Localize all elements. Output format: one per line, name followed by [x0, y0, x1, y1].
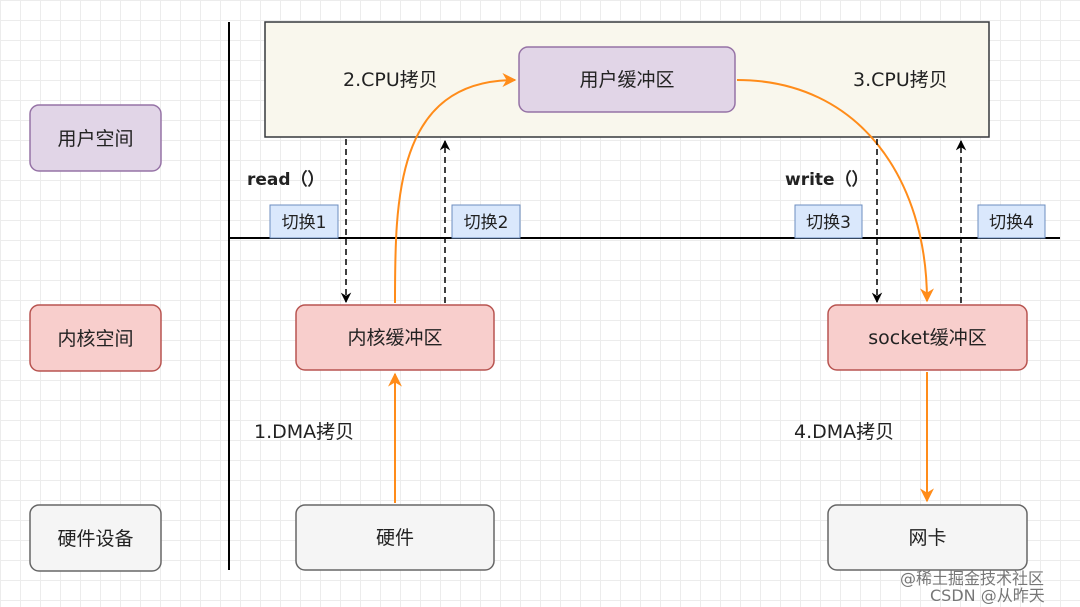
- switch-tag-1-label: 切换1: [282, 213, 327, 233]
- kernel-buffer-box: 内核缓冲区: [295, 304, 495, 371]
- write-call-label: write（）: [785, 169, 869, 190]
- hardware-device-label-box: 硬件设备: [29, 504, 162, 572]
- kernel-buffer-label: 内核缓冲区: [347, 327, 442, 349]
- cpu-copy-arrow-2: [394, 73, 517, 304]
- switch-tag-3-label: 切换3: [806, 213, 851, 233]
- kernel-space-label-box: 内核空间: [29, 304, 162, 372]
- socket-buffer-box: socket缓冲区: [827, 304, 1028, 371]
- cpu-copy-arrow-3: [736, 79, 934, 303]
- user-space-label: 用户空间: [57, 128, 133, 150]
- dma-copy-label-1: 1.DMA拷贝: [254, 421, 354, 443]
- hardware-label: 硬件: [376, 527, 414, 549]
- kernel-space-label: 内核空间: [57, 328, 133, 350]
- switch-tag-2-label: 切换2: [464, 213, 509, 233]
- cpu-copy-label-2: 2.CPU拷贝: [343, 69, 438, 91]
- dma-copy-label-4: 4.DMA拷贝: [794, 421, 894, 443]
- hardware-device-label: 硬件设备: [57, 528, 133, 550]
- cpu-copy-label-3: 3.CPU拷贝: [853, 69, 948, 91]
- nic-label: 网卡: [908, 527, 946, 549]
- switch-tag-4: 切换4: [977, 204, 1046, 239]
- switch-tag-3: 切换3: [794, 204, 863, 239]
- nic-box: 网卡: [827, 504, 1028, 571]
- watermark-line-2: CSDN @从昨天: [930, 586, 1045, 605]
- socket-buffer-label: socket缓冲区: [868, 327, 986, 349]
- read-call-label: read（）: [247, 169, 325, 190]
- user-space-label-box: 用户空间: [29, 104, 162, 172]
- hardware-box: 硬件: [295, 504, 495, 571]
- switch-tag-1: 切换1: [269, 204, 339, 239]
- watermark-line-1: @稀土掘金技术社区: [900, 569, 1044, 588]
- switch-tag-2: 切换2: [451, 204, 521, 239]
- user-buffer-label: 用户缓冲区: [579, 69, 674, 91]
- user-buffer-box: 用户缓冲区: [518, 46, 736, 113]
- switch-tag-4-label: 切换4: [989, 213, 1034, 233]
